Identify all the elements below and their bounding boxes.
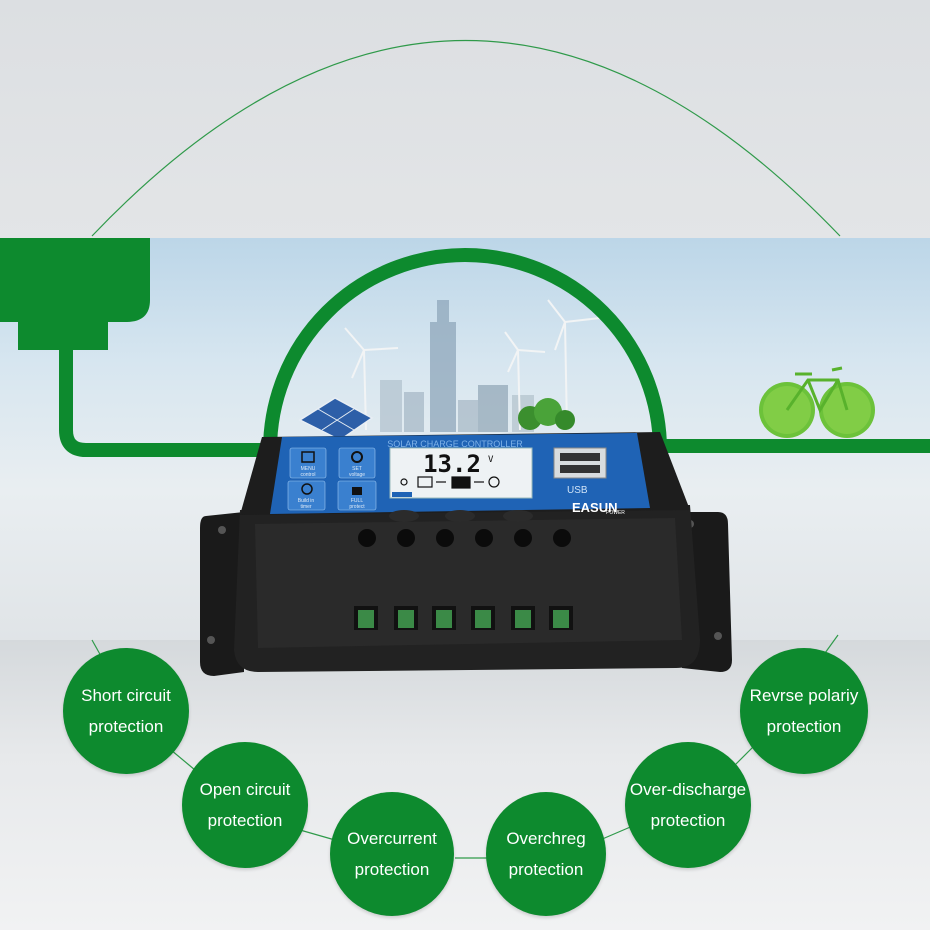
lcd-status-icons [400, 476, 500, 489]
city-skyline [380, 300, 534, 432]
outer-arc-line [91, 39, 841, 237]
feature-line: Over-discharge [629, 780, 747, 799]
down-button [503, 510, 533, 522]
lcd-indicator-icon [392, 492, 412, 497]
green-arch [263, 248, 667, 451]
solar-panel-image [298, 397, 374, 441]
usb-slot [560, 453, 600, 461]
feature-over-discharge: Over-discharge protection [625, 742, 751, 868]
lcd-unit: V [488, 455, 494, 465]
icon-label: voltage [349, 472, 365, 478]
feature-line: protection [650, 811, 726, 830]
feature-line: Short circuit [81, 686, 171, 705]
clock-icon [301, 483, 313, 495]
tree-cluster [518, 398, 575, 430]
feature-overcurrent: Overcurrent protection [330, 792, 454, 916]
bicycle-icon [759, 366, 875, 438]
icon-label: control [300, 472, 315, 478]
feature-line: protection [766, 717, 842, 736]
feature-line: protection [207, 811, 283, 830]
mount-ear-left [200, 512, 244, 676]
lcd-voltage: 13.2 [423, 450, 481, 478]
feature-short-circuit: Short circuit protection [63, 648, 189, 774]
up-button [445, 510, 475, 522]
feature-line: Overcurrent [347, 829, 437, 848]
gear-icon [351, 451, 363, 463]
feature-reverse-polarity: Revrse polariy protection [740, 648, 868, 774]
monitor-icon [301, 451, 315, 463]
wire-terminals [354, 606, 573, 630]
protect-tile [337, 480, 377, 511]
feature-line: Revrse polariy [749, 686, 859, 705]
icon-label: SET [352, 466, 362, 472]
feature-line: protection [88, 717, 164, 736]
feature-line: Open circuit [199, 780, 291, 799]
feature-overcharge: Overchreg protection [486, 792, 606, 916]
feature-line: protection [508, 860, 584, 879]
usb-port [553, 447, 607, 479]
green-cable [59, 350, 280, 457]
panel-title: SOLAR CHARGE CONTROLLER [387, 439, 523, 449]
icon-label: MENU [301, 466, 316, 472]
menu-control-tile [289, 447, 327, 479]
icon-label: FULL [351, 498, 363, 504]
link-line [299, 829, 336, 841]
icon-label: Build in [298, 498, 315, 504]
icon-label: protect [349, 504, 365, 510]
icon-label: timer [300, 504, 311, 510]
usb-slot [560, 465, 600, 473]
feature-open-circuit: Open circuit protection [182, 742, 308, 868]
usb-label: USB [567, 485, 588, 496]
menu-button [389, 510, 419, 522]
charge-controller-device: SOLAR CHARGE CONTROLLER MENU control SET… [200, 432, 732, 676]
brand-sub: POWER [606, 510, 625, 516]
brand-logo: EASUN [572, 500, 618, 515]
terminal-screws [358, 529, 571, 547]
timer-tile [287, 480, 326, 511]
feature-line: protection [354, 860, 430, 879]
lock-icon [352, 487, 362, 495]
feature-line: Overchreg [506, 829, 586, 848]
lcd-screen [389, 447, 533, 499]
green-socket [0, 238, 150, 350]
